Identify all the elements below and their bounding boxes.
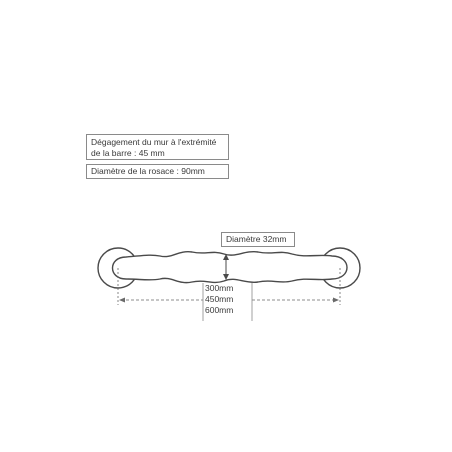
grab-bar-outline — [111, 250, 348, 284]
length-label-bracket — [202, 283, 253, 321]
diameter-arrow — [223, 254, 229, 280]
length-option: 300mm — [205, 283, 234, 293]
bar-diameter-label: Diamètre 32mm — [221, 232, 295, 247]
length-option: 600mm — [205, 305, 234, 315]
rosette-diameter-label: Diamètre de la rosace : 90mm — [86, 164, 229, 179]
clearance-line-2: de la barre : 45 mm — [91, 148, 165, 158]
wall-clearance-label: Dégagement du mur à l'extrémité de la ba… — [86, 134, 229, 160]
length-dimension-line — [119, 297, 339, 303]
length-options: 300mm 450mm 600mm — [205, 283, 250, 321]
clearance-line-1: Dégagement du mur à l'extrémité — [91, 137, 217, 147]
length-option: 450mm — [205, 294, 234, 304]
